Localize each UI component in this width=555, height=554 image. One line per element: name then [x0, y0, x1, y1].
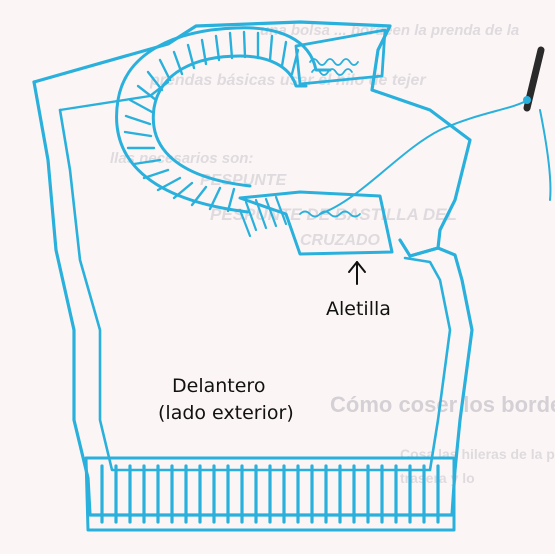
sewing-thread — [320, 100, 528, 214]
sewing-thread-tail — [540, 110, 551, 200]
front-piece-outline — [34, 82, 472, 515]
aletilla-label: Aletilla — [326, 296, 391, 322]
aletilla-outline — [240, 192, 392, 254]
sewing-needle-icon — [523, 50, 541, 108]
front-label-line2: (lado exterior) — [158, 400, 294, 426]
up-arrow-icon — [349, 262, 365, 284]
front-label-line1: Delantero — [172, 373, 265, 399]
shoulder-tab — [296, 30, 385, 84]
aletilla-ribbing — [240, 197, 286, 236]
shoulder-tab-stitches — [310, 59, 358, 75]
aletilla-seam — [300, 212, 360, 217]
armhole-band-inner — [153, 56, 306, 186]
